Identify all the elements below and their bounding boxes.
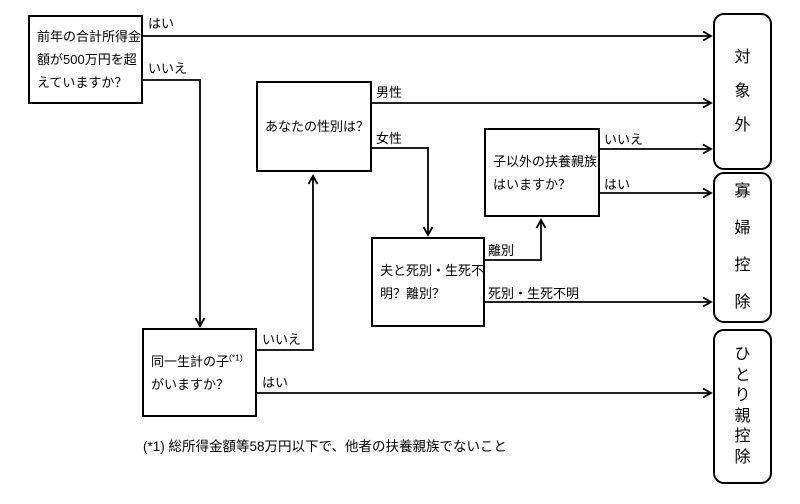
node-text-line: あなたの性別は？ bbox=[265, 119, 370, 134]
footnote-marker: (*1) bbox=[229, 352, 243, 363]
node-text-line: えていますか？ bbox=[37, 75, 128, 90]
edge-label-dependents-no: いいえ bbox=[604, 132, 644, 147]
arrow-widowed-divorce bbox=[485, 218, 547, 261]
node-widowed-question: 夫と死別・生死不 明？離別？ bbox=[371, 237, 485, 327]
arrow-child-no bbox=[257, 174, 319, 351]
node-text-line: 夫と死別・生死不 bbox=[380, 263, 485, 278]
footnote: (*1) 総所得金額等58万円以下で、他者の扶養親族でないこと bbox=[143, 439, 507, 454]
node-text-line: 額が500万円を超 bbox=[37, 52, 137, 67]
node-text-line: 明？離別？ bbox=[380, 286, 446, 301]
node-text: 同一生計の子 bbox=[151, 353, 230, 369]
arrow-income-no bbox=[143, 79, 206, 328]
edge-label-income-yes: はい bbox=[148, 16, 175, 31]
node-text-line: 前年の合計所得金 bbox=[37, 29, 142, 44]
node-text-line: がいますか？ bbox=[151, 376, 230, 392]
arrow-gender-female bbox=[372, 147, 434, 237]
node-dependents-question: 子以外の扶養親族 はいますか？ bbox=[484, 128, 600, 217]
result-not-eligible: 対象外 bbox=[713, 13, 772, 170]
result-widow-deduction: 寡婦控除 bbox=[713, 172, 772, 323]
edge-label-widowed-death: 死別・生死不明 bbox=[488, 286, 580, 301]
node-income-question: 前年の合計所得金 額が500万円を超 えていますか？ bbox=[28, 15, 143, 104]
edge-label-dependents-yes: はい bbox=[604, 177, 631, 192]
edge-label-gender-female: 女性 bbox=[376, 131, 403, 146]
edge-label-income-no: いいえ bbox=[148, 61, 188, 76]
node-gender-question: あなたの性別は？ bbox=[256, 81, 372, 172]
node-text-line: 同一生計の子(*1) bbox=[151, 350, 251, 373]
edge-label-widowed-divorce: 離別 bbox=[488, 243, 515, 258]
result-label: 対象外 bbox=[734, 48, 751, 134]
node-child-question: 同一生計の子(*1) がいますか？ bbox=[142, 328, 257, 417]
node-text-line: 子以外の扶養親族 bbox=[493, 153, 598, 169]
node-text-line: はいますか？ bbox=[493, 176, 572, 192]
edge-label-gender-male: 男性 bbox=[376, 85, 403, 100]
edge-label-child-yes: はい bbox=[262, 375, 289, 390]
result-label: 寡婦控除 bbox=[734, 183, 751, 311]
result-label: ひとり親控除 bbox=[734, 346, 751, 466]
edge-label-child-no: いいえ bbox=[262, 332, 302, 347]
result-single-parent-deduction: ひとり親控除 bbox=[713, 329, 772, 484]
